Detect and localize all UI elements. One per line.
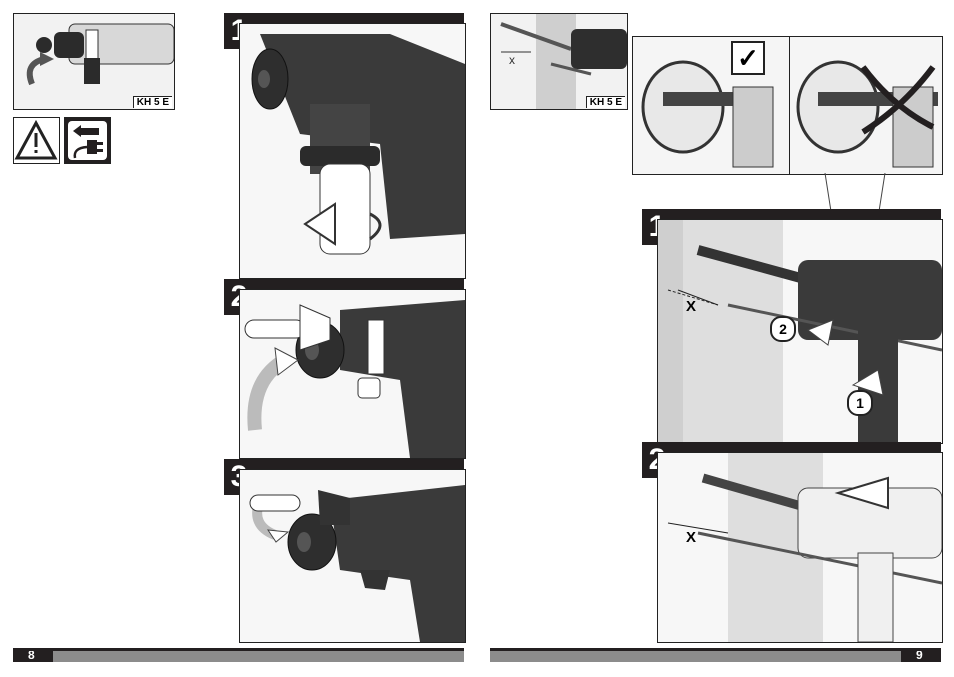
step3-header-bar — [224, 459, 464, 469]
warning-icon — [13, 117, 60, 164]
footer-top-line-right — [490, 648, 941, 651]
right-step2-header-bar — [642, 442, 941, 452]
step2-header-bar — [224, 279, 464, 289]
step1-illustration — [239, 23, 466, 279]
callout-1: 1 — [847, 390, 873, 416]
thumbnail-tool-right: x KH 5 E — [490, 13, 628, 110]
step2-illustration — [239, 289, 466, 459]
check-mark-icon: ✓ — [731, 41, 765, 75]
thumbnail-tool-left: KH 5 E — [13, 13, 175, 110]
unplug-icon — [64, 117, 111, 164]
depth-label-x-2: X — [686, 529, 696, 546]
model-label: KH 5 E — [133, 96, 172, 108]
step1-header-bar — [224, 13, 464, 23]
step3-illustration — [239, 469, 466, 643]
depth-label-x: X — [686, 298, 696, 315]
model-label: KH 5 E — [586, 96, 625, 108]
footer-top-line-left — [13, 648, 464, 651]
callout-2: 2 — [770, 316, 796, 342]
drill-rotate-illustration — [14, 14, 174, 109]
drill-wall-illustration: x — [491, 14, 627, 109]
depth-stop-detail: ✓ — [632, 36, 943, 175]
svg-text:x: x — [509, 53, 515, 67]
right-step2-illustration: X — [657, 452, 943, 643]
right-step1-header-bar — [642, 209, 941, 219]
right-step1-illustration: X 2 1 — [657, 219, 943, 444]
